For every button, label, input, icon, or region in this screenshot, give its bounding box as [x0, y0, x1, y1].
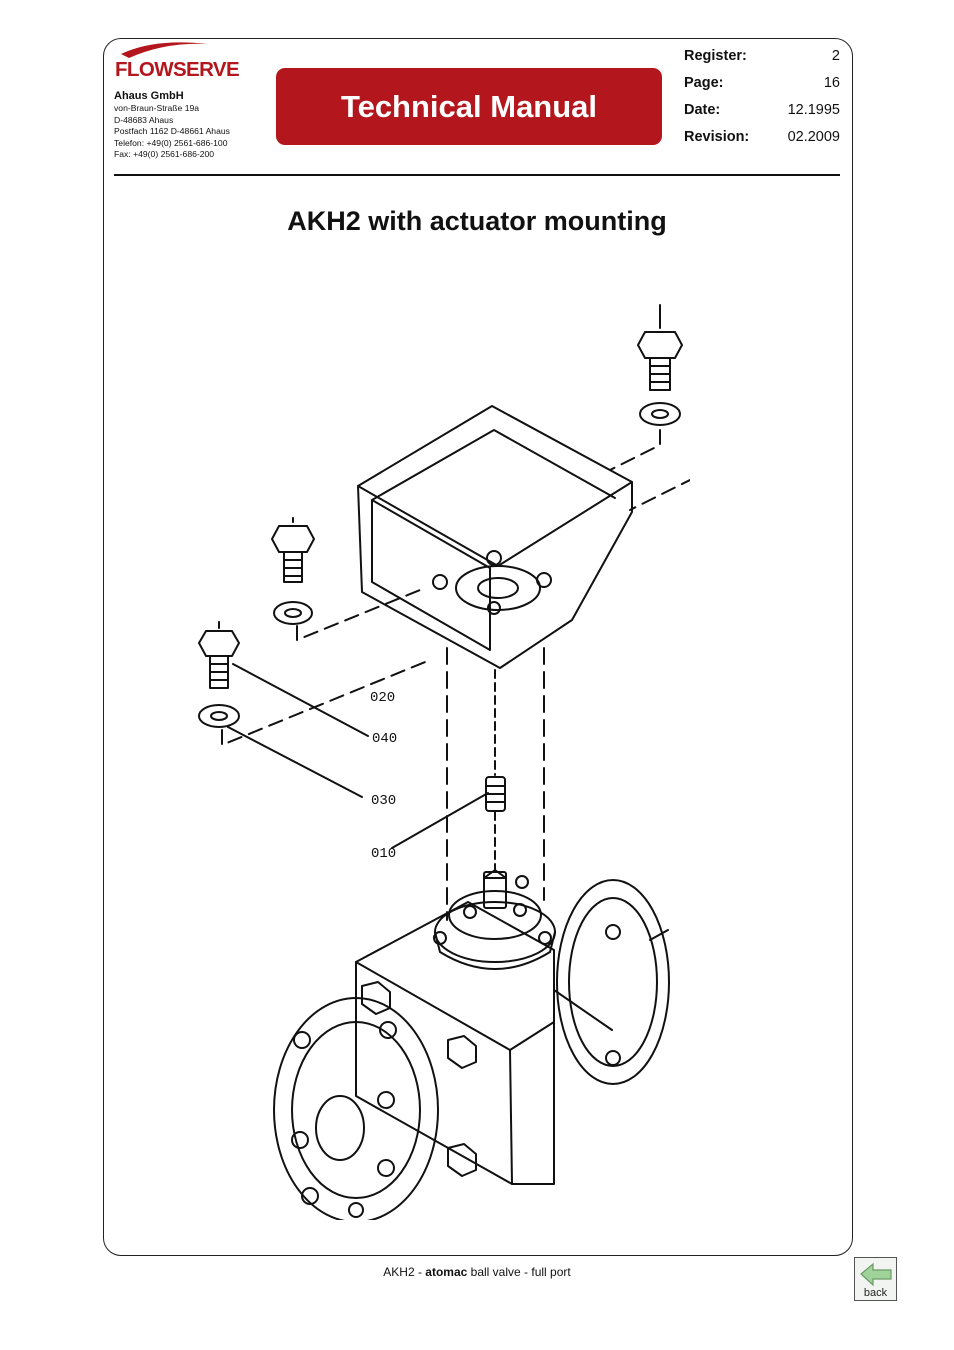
- back-button[interactable]: back: [854, 1257, 897, 1301]
- back-arrow-icon: [860, 1262, 892, 1287]
- bolt-left-2: [198, 621, 240, 728]
- part-label-020: 020: [370, 690, 395, 706]
- header-divider: [114, 174, 840, 176]
- mounting-bracket: [357, 405, 633, 669]
- bolt-top-right-1: [637, 304, 683, 426]
- bolt-left-1: [271, 517, 315, 625]
- address-line: Postfach 1162 D-48661 Ahaus: [114, 126, 230, 136]
- page-footer: AKH2 - atomac ball valve - full port: [383, 1265, 571, 1279]
- exploded-assembly-drawing: 020 040 030 010: [198, 304, 690, 1220]
- document-meta: Register:2 Page:16 Date:12.1995 Revision…: [684, 45, 840, 153]
- page-frame: [103, 38, 853, 1256]
- meta-register: Register:2: [684, 48, 840, 64]
- document-banner: Technical Manual: [276, 68, 662, 145]
- part-label-010: 010: [371, 846, 396, 862]
- ball-valve-body: [273, 869, 670, 1220]
- meta-date: Date:12.1995: [684, 102, 840, 118]
- coupling-part: [485, 776, 506, 812]
- phone-line: Telefon: +49(0) 2561-686-100: [114, 137, 228, 148]
- page-title: AKH2 with actuator mounting: [287, 206, 667, 236]
- part-label-040: 040: [372, 731, 397, 747]
- part-label-030: 030: [371, 793, 396, 809]
- company-address: Ahaus GmbH von-Braun-Straße 19a D-48683 …: [114, 90, 230, 161]
- back-label: back: [863, 1287, 888, 1299]
- meta-page: Page:16: [684, 75, 840, 91]
- svg-text:FLOWSERVE: FLOWSERVE: [115, 58, 239, 81]
- company-name: Ahaus GmbH: [114, 90, 184, 102]
- meta-revision: Revision:02.2009: [684, 129, 840, 145]
- address-line: D-48683 Ahaus: [114, 114, 174, 125]
- fax-line: Fax: +49(0) 2561-686-200: [114, 149, 215, 159]
- address-line: von-Braun-Straße 19a: [114, 103, 200, 113]
- flowserve-logo: FLOWSERVE: [115, 42, 240, 81]
